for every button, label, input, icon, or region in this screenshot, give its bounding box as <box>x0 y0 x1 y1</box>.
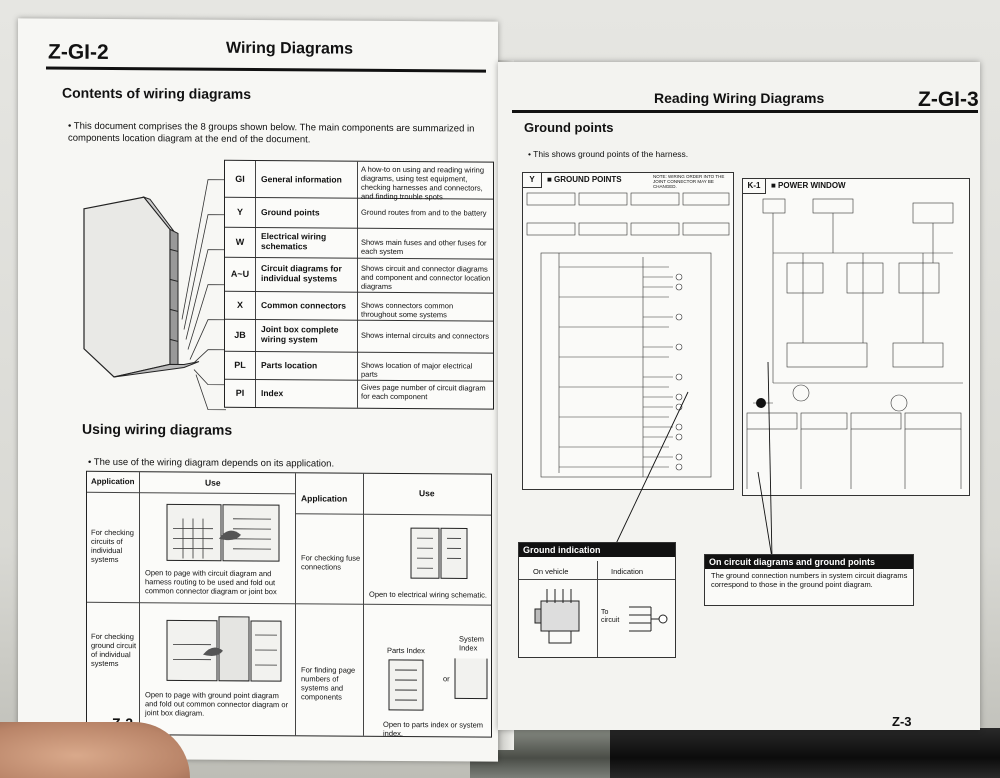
use-cell: Open to electrical wiring schematic. <box>369 589 487 600</box>
group-leader-lines <box>181 179 226 411</box>
contents-section-title: Contents of wiring diagrams <box>62 84 252 102</box>
foldout-page-illustration <box>166 503 280 562</box>
left-header-code: Z-GI-2 <box>48 40 109 64</box>
group-row: GI General information A how-to on using… <box>225 160 493 201</box>
ground-terminal-icon <box>534 589 580 644</box>
left-header-title: Wiring Diagrams <box>226 39 353 58</box>
schematic-page-illustration <box>410 527 468 579</box>
ground-foldout-illustration <box>166 616 282 682</box>
app-cell: For finding page numbers of systems and … <box>301 665 356 702</box>
using-section-title: Using wiring diagrams <box>82 420 233 438</box>
ground-indication-title: Ground indication <box>519 543 675 557</box>
pen-body <box>610 728 1000 778</box>
circuit-note-title: On circuit diagrams and ground points <box>705 555 913 569</box>
ground-points-intro: • This shows ground points of the harnes… <box>528 149 689 159</box>
group-row: X Common connectors Shows connectors com… <box>225 290 493 322</box>
group-row: PI Index Gives page number of circuit di… <box>235 382 486 402</box>
power-window-schematic <box>746 198 963 489</box>
application-table: Application Use Application Use For chec… <box>86 470 492 739</box>
group-row: Y Ground points Ground routes from and t… <box>225 196 493 230</box>
ground-points-title: Ground points <box>524 120 614 135</box>
use-col-header: Use <box>205 477 221 488</box>
group-row: W Electrical wiring schematics Shows mai… <box>225 226 493 260</box>
app-cell: For checking ground circuit of individua… <box>91 631 137 669</box>
app-col-header-right: Application <box>301 493 348 504</box>
hand-thumb <box>0 722 190 778</box>
right-header-rule <box>512 110 978 113</box>
ground-symbol-icon <box>629 606 668 632</box>
right-page-number: Z-3 <box>892 714 912 729</box>
circuit-note-text: The ground connection numbers in system … <box>711 571 908 589</box>
left-page: Z-GI-2 Wiring Diagrams Contents of wirin… <box>18 18 498 762</box>
left-header-rule <box>46 66 486 73</box>
diagram-y-code: Y <box>523 173 542 188</box>
groups-table: GI General information A how-to on using… <box>224 159 494 410</box>
callout-leader-lines <box>613 362 773 559</box>
circuit-note-box: On circuit diagrams and ground points Th… <box>704 554 914 606</box>
group-row: A~U Circuit diagrams for individual syst… <box>225 256 493 294</box>
contents-intro: • This document comprises the 8 groups s… <box>68 120 475 146</box>
col-indication: Indication <box>611 567 644 576</box>
parts-index-label: Parts Index <box>387 645 425 656</box>
use-cell: Open to page with circuit diagram and ha… <box>145 568 277 597</box>
app-cell: For checking circuits of individual syst… <box>91 527 134 565</box>
ground-points-diagram: Y ■ GROUND POINTS NOTE: WIRING ORDER INT… <box>522 172 734 490</box>
index-page-illustration <box>388 657 488 711</box>
manual-book-illustration <box>83 196 200 378</box>
diagram-k-code: K-1 <box>743 179 766 194</box>
use-cell: Open to page with ground point diagram a… <box>145 690 288 718</box>
right-page: Reading Wiring Diagrams Z-GI-3 Ground po… <box>498 62 980 730</box>
app-cell: For checking fuse connections <box>301 553 361 572</box>
app-col-header: Application <box>91 476 135 487</box>
diagram-y-title: ■ GROUND POINTS <box>547 175 622 184</box>
right-header-title: Reading Wiring Diagrams <box>654 90 825 106</box>
use-col-header-right: Use <box>419 488 435 499</box>
to-circuit-label: To circuit <box>601 609 620 624</box>
ground-indication-box: Ground indication On vehicle Indication … <box>518 542 676 658</box>
group-row: JB Joint box complete wiring system Show… <box>225 318 493 354</box>
power-window-diagram: K-1 ■ POWER WINDOW <box>742 178 970 496</box>
ground-harness-drawing <box>526 192 730 478</box>
col-on-vehicle: On vehicle <box>533 567 569 576</box>
group-row: PL Parts location Shows location of majo… <box>225 350 493 382</box>
using-intro: • The use of the wiring diagram depends … <box>88 456 335 470</box>
diagram-y-note: NOTE: WIRING ORDER INTO THE JOINT CONNEC… <box>653 174 725 189</box>
use-cell: Open to parts index or system index. <box>383 719 484 739</box>
right-header-code: Z-GI-3 <box>918 88 979 111</box>
system-index-label: System Index <box>459 634 485 653</box>
diagram-k-title: ■ POWER WINDOW <box>771 181 846 190</box>
